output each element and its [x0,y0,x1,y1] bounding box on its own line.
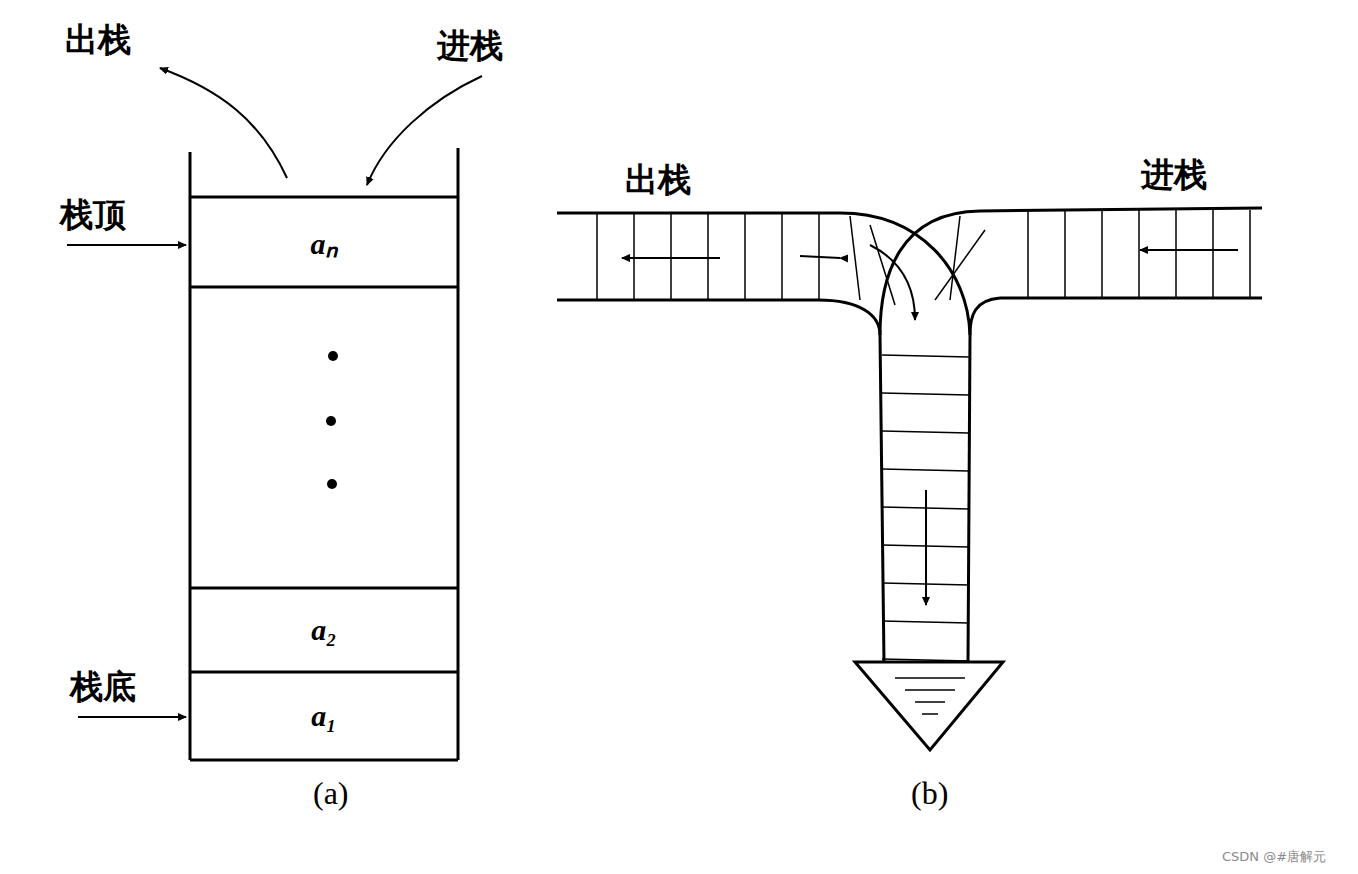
stack-cell: a₁ [192,674,456,758]
pointer-label: 栈顶 [60,193,126,238]
pointer-label: 栈底 [70,665,136,710]
operation-label: 进栈 [437,24,503,69]
ellipsis-dots [326,351,338,489]
figure-caption: (a) [313,775,349,812]
stack-cell: aₙ [192,199,456,285]
direction-arrows [622,245,1238,605]
railway-track [557,208,1262,750]
operation-label: 出栈 [65,18,131,63]
figure-caption: (b) [911,775,948,812]
water-symbol [895,678,965,714]
element-label: a₂ [311,613,336,647]
leader-arrows [67,68,482,717]
track-ties [597,210,1250,661]
stack-cell: a₂ [192,590,456,670]
watermark: CSDN @#唐解元 [1222,848,1326,866]
element-label: aₙ [311,222,338,263]
operation-label: 进栈 [1141,153,1207,198]
operation-label: 出栈 [625,158,691,203]
stack-box [190,148,458,760]
element-label: a₁ [311,699,336,733]
